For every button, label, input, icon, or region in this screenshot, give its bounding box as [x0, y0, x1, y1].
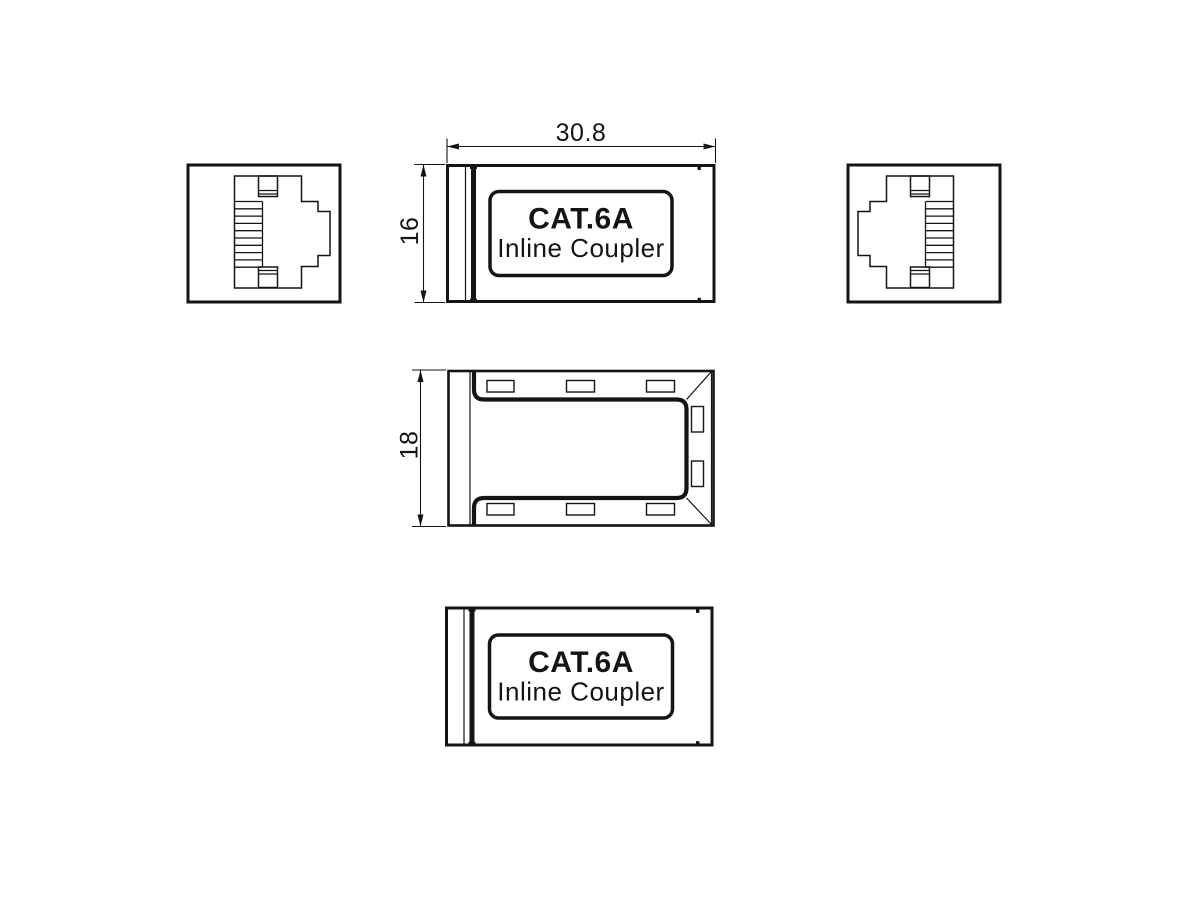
corner-mark [696, 741, 700, 745]
vent-slot [565, 502, 596, 516]
vent-slot [645, 502, 676, 516]
label-subtitle: Inline Coupler [497, 677, 664, 707]
body-outline [447, 369, 715, 527]
vent-slots-right [690, 405, 705, 488]
seam-end-mark [468, 608, 476, 612]
dimension-height-value: 16 [396, 217, 424, 246]
chamfer-line-top [686, 371, 712, 400]
arrowhead-right [703, 143, 716, 150]
corner-mark [696, 609, 700, 613]
label-title: CAT.6A [528, 646, 634, 679]
seam-end-mark [468, 741, 476, 745]
side-view-bottom: CAT.6A Inline Coupler [445, 606, 714, 747]
vent-slot [690, 405, 705, 433]
body-outline [445, 606, 714, 747]
dimension-height: 16 [396, 163, 445, 304]
vent-slots-bottom [486, 502, 676, 516]
front-view-left [186, 163, 342, 304]
body-outline [446, 164, 716, 303]
side-view-top: CAT.6A Inline Coupler [446, 164, 716, 303]
arrowhead-top [420, 164, 427, 177]
arrowhead-top [417, 370, 424, 382]
label-plate [488, 189, 674, 278]
chamfer-line-bottom [686, 497, 712, 525]
vent-slot [690, 460, 705, 488]
vent-slot [486, 502, 515, 516]
arrowhead-bottom [420, 290, 427, 303]
dimension-depth: 18 [396, 369, 446, 528]
front-view-right [846, 163, 1002, 304]
seam-end-mark [470, 165, 477, 169]
corner-mark [697, 297, 701, 302]
label-title: CAT.6A [528, 203, 634, 236]
dimension-width-value: 30.8 [556, 119, 607, 147]
vent-slot [645, 379, 676, 393]
vent-slot [565, 379, 596, 393]
top-view [447, 369, 715, 527]
dimension-depth-value: 18 [396, 431, 424, 460]
vent-slots-top [486, 379, 676, 393]
corner-mark [697, 166, 701, 170]
arrowhead-left [447, 143, 459, 150]
shield-seam-outline [471, 371, 689, 526]
label-subtitle: Inline Coupler [497, 233, 664, 263]
label-plate [487, 633, 675, 720]
seam-end-mark [470, 298, 477, 302]
dimension-width: 30.8 [446, 119, 717, 163]
arrowhead-bottom [417, 514, 424, 527]
vent-slot [486, 379, 515, 393]
